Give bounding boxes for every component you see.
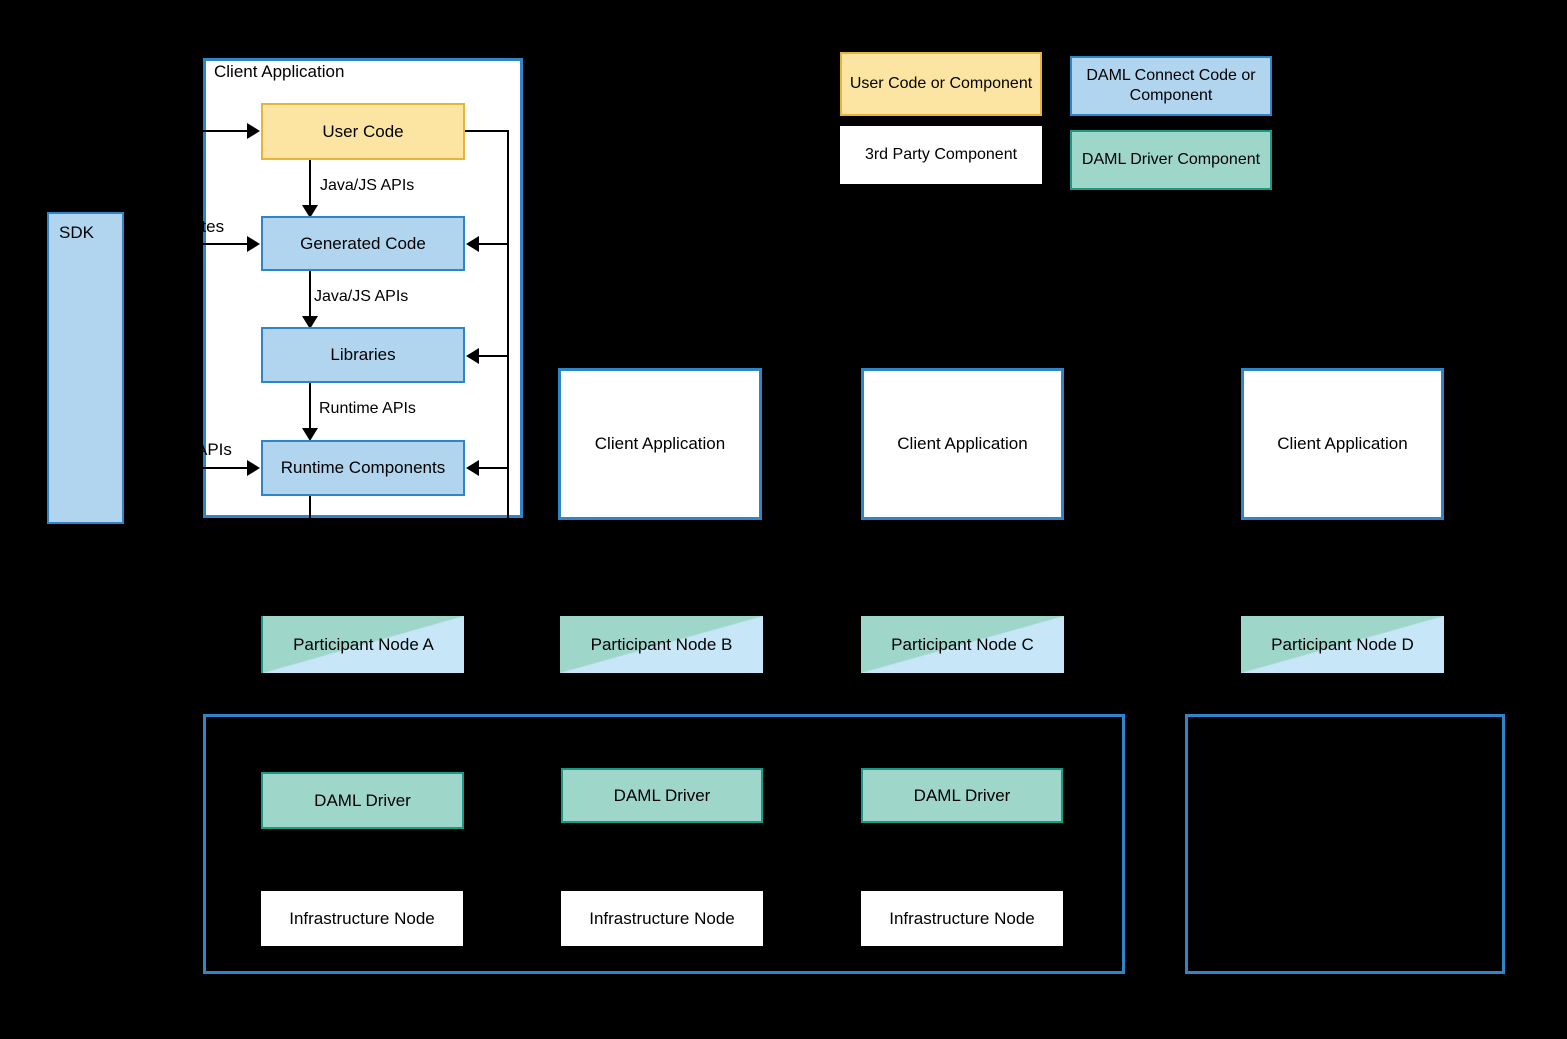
- connector-node-a-to-ledger: [362, 673, 364, 715]
- client-application-b: Client Application: [558, 368, 762, 520]
- connector-bus-to-runtime: [478, 467, 509, 469]
- block-user-code-label: User Code: [322, 121, 404, 141]
- legend-3rd-party-component: 3rd Party Component: [840, 126, 1042, 184]
- client-application-c: Client Application: [861, 368, 1064, 520]
- connector-node-c-to-ledger: [961, 673, 963, 715]
- block-libraries: Libraries: [261, 327, 465, 383]
- legend-user-code-or-component: User Code or Component: [840, 52, 1042, 116]
- client-application-b-label: Client Application: [594, 434, 726, 454]
- connector-user-to-generated: [309, 160, 311, 210]
- client-application-c-label: Client Application: [897, 434, 1028, 454]
- block-libraries-label: Libraries: [330, 345, 396, 365]
- edge-label-runtime-apis: Runtime APIs: [319, 400, 416, 417]
- legend-daml-driver-component: DAML Driver Component: [1070, 130, 1272, 190]
- legend-daml-connect-code-or-component: DAML Connect Code or Component: [1070, 56, 1272, 116]
- connector-bus-to-libraries: [478, 355, 509, 357]
- connector-bus-vertical: [507, 130, 509, 520]
- connector-sdk-to-runtime-components: [200, 467, 252, 469]
- daml-driver-c: DAML Driver: [861, 768, 1063, 823]
- connector-libraries-to-runtime: [309, 383, 311, 433]
- connector-generated-to-libraries: [309, 271, 311, 321]
- participant-node-b-label: Participant Node B: [590, 634, 733, 654]
- participant-node-c: Participant Node C: [861, 616, 1064, 673]
- participant-node-b: Participant Node B: [560, 616, 763, 673]
- participant-node-d-label: Participant Node D: [1271, 634, 1414, 654]
- connector-node-d-to-ledger: [1342, 673, 1344, 715]
- arrowhead-bus-to-libraries: [466, 348, 479, 364]
- arrowhead-to-generated-code: [247, 236, 260, 252]
- arrowhead-bus-to-generated: [466, 236, 479, 252]
- connector-bus-to-generated: [478, 243, 509, 245]
- daml-driver-b: DAML Driver: [561, 768, 763, 823]
- legend-label-daml-driver: DAML Driver Component: [1081, 151, 1261, 168]
- legend-label-3rd-party: 3rd Party Component: [864, 146, 1018, 163]
- daml-driver-c-label: DAML Driver: [913, 785, 1011, 805]
- daml-driver-b-label: DAML Driver: [613, 785, 711, 805]
- block-generated-code: Generated Code: [261, 216, 465, 271]
- block-user-code: User Code: [261, 103, 465, 160]
- daml-driver-a: DAML Driver: [261, 772, 464, 829]
- participant-node-a: Participant Node A: [261, 616, 464, 673]
- client-application-detail-title: Client Application: [214, 62, 345, 81]
- connector-runtime-to-participant-a: [309, 496, 311, 520]
- connector-client-b-to-node-b: [661, 520, 663, 526]
- arrowhead-to-runtime-components: [247, 460, 260, 476]
- connector-sdk-to-generated-code: [200, 243, 252, 245]
- infrastructure-node-c-label: Infrastructure Node: [889, 908, 1035, 928]
- infrastructure-node-a: Infrastructure Node: [261, 891, 463, 946]
- participant-node-d: Participant Node D: [1241, 616, 1444, 673]
- sdk-label: SDK: [59, 223, 94, 242]
- arrowhead-to-user-code: [247, 123, 260, 139]
- infrastructure-node-b: Infrastructure Node: [561, 891, 763, 946]
- participant-node-a-label: Participant Node A: [293, 634, 434, 654]
- infrastructure-node-b-label: Infrastructure Node: [589, 908, 735, 928]
- legend-label-user-code: User Code or Component: [849, 75, 1033, 92]
- connector-bus-top: [465, 130, 509, 132]
- arrowhead-bus-to-runtime: [466, 460, 479, 476]
- daml-driver-a-label: DAML Driver: [314, 790, 411, 810]
- client-application-d: Client Application: [1241, 368, 1444, 520]
- participant-node-c-label: Participant Node C: [891, 634, 1034, 654]
- arrowhead-generated-to-libraries: [302, 316, 318, 329]
- block-runtime-components: Runtime Components: [261, 440, 465, 496]
- connector-sdk-to-user-code: [200, 130, 252, 132]
- legend-label-daml-connect: DAML Connect Code or Component: [1086, 67, 1256, 104]
- block-generated-code-label: Generated Code: [300, 233, 426, 253]
- sdk-box: SDK: [47, 212, 124, 524]
- client-application-d-label: Client Application: [1277, 434, 1408, 454]
- infrastructure-node-c: Infrastructure Node: [861, 891, 1063, 946]
- connector-client-d-to-node-d: [1342, 520, 1344, 526]
- arrowhead-libraries-to-runtime: [302, 428, 318, 441]
- connector-node-b-to-ledger: [661, 673, 663, 715]
- edge-label-java-js-apis-2: Java/JS APIs: [314, 288, 409, 305]
- connector-client-c-to-node-c: [961, 520, 963, 526]
- infrastructure-node-a-label: Infrastructure Node: [289, 908, 435, 928]
- ledger-container-left: [203, 714, 1125, 974]
- arrowhead-user-to-generated: [302, 205, 318, 218]
- edge-label-java-js-apis-1: Java/JS APIs: [320, 177, 415, 194]
- ledger-container-right: [1185, 714, 1505, 974]
- block-runtime-components-label: Runtime Components: [280, 458, 446, 478]
- incoming-label-apis: APIs: [196, 440, 232, 459]
- incoming-label-generates: ates: [192, 217, 225, 236]
